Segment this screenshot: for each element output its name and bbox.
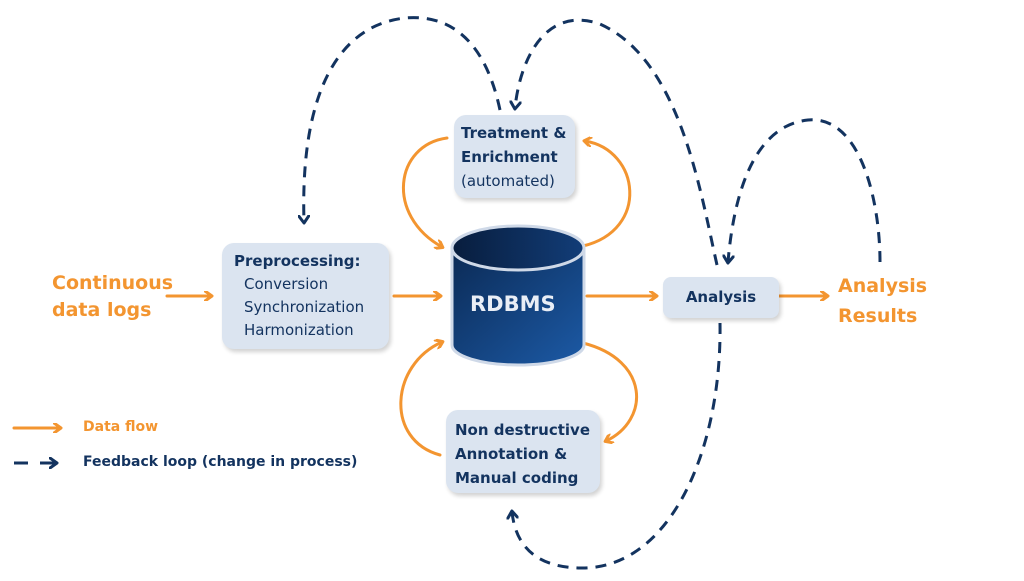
results-label-line: Analysis — [838, 275, 928, 297]
legend-data-flow: Data flow — [83, 419, 159, 435]
treatment-subtitle: (automated) — [461, 172, 555, 190]
flow-database-to-annotation — [581, 341, 639, 441]
legend-feedback-loop: Feedback loop (change in process) — [83, 454, 358, 470]
database-cylinder-icon — [450, 224, 586, 367]
annotation-box[interactable]: Non destructive Annotation & Manual codi… — [446, 410, 600, 493]
feedback-analysis-to-treatment — [515, 18, 719, 266]
feedback-results-to-analysis — [728, 118, 882, 262]
flow-treatment-to-database — [402, 136, 449, 247]
database-label: RDBMS — [470, 292, 556, 316]
preprocessing-box[interactable]: Preprocessing: Conversion Synchronizatio… — [222, 243, 389, 349]
input-label-line: data logs — [52, 299, 152, 321]
annotation-title: Annotation & — [455, 445, 568, 463]
flow-database-to-treatment — [581, 141, 632, 248]
annotation-title: Non destructive — [455, 421, 590, 439]
analysis-box[interactable]: Analysis — [663, 277, 779, 318]
input-label-line: Continuous — [52, 272, 174, 294]
preprocessing-step: Harmonization — [244, 321, 354, 339]
results-label: Analysis Results — [838, 271, 927, 331]
treatment-title: Treatment & — [461, 124, 567, 142]
treatment-box[interactable]: Treatment & Enrichment (automated) — [454, 115, 575, 198]
annotation-title: Manual coding — [455, 469, 579, 487]
feedback-treatment-to-preprocessing — [304, 16, 502, 222]
results-label-line: Results — [838, 305, 918, 327]
preprocessing-step: Synchronization — [244, 298, 365, 316]
treatment-title: Enrichment — [461, 148, 558, 166]
preprocessing-title: Preprocessing: — [234, 252, 361, 270]
feedback-analysis-to-annotation — [512, 322, 722, 570]
input-label: Continuous data logs — [52, 270, 173, 324]
preprocessing-step: Conversion — [244, 275, 329, 293]
analysis-label: Analysis — [685, 288, 757, 306]
flow-annotation-to-database — [399, 342, 442, 457]
